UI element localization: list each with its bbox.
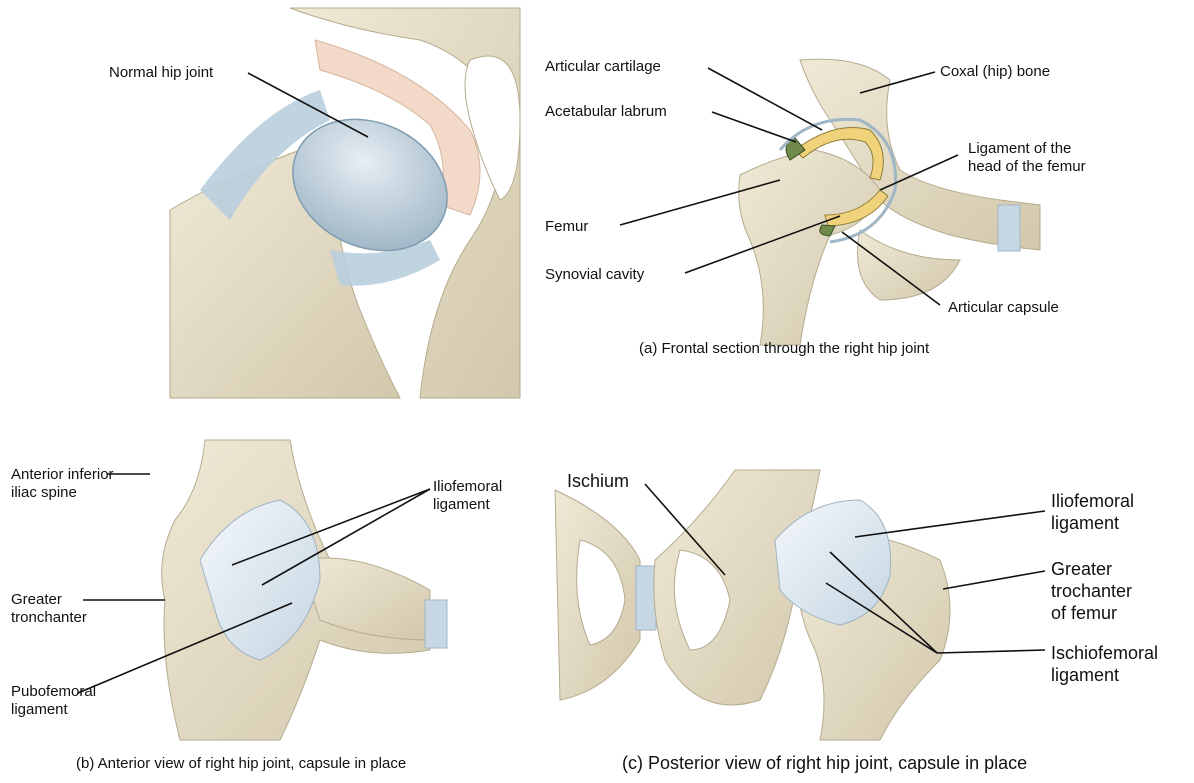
label-ischiofemoral-ligament: Ischiofemoral ligament — [1051, 642, 1158, 686]
label-greater-c-line3: of femur — [1051, 602, 1132, 624]
label-greater-line1: Greater — [11, 591, 87, 609]
label-aiis-line1: Anterior inferior — [11, 466, 114, 484]
label-greater-trochanter-femur: Greater trochanter of femur — [1051, 558, 1132, 624]
label-coxal-bone: Coxal (hip) bone — [940, 63, 1050, 81]
panel-b-illustration — [162, 440, 447, 740]
label-greater-line2: tronchanter — [11, 609, 87, 627]
label-ligament-head-of-femur: Ligament of the head of the femur — [968, 140, 1086, 176]
label-anterior-inferior-iliac-spine: Anterior inferior iliac spine — [11, 466, 114, 502]
label-articular-cartilage: Articular cartilage — [545, 58, 661, 76]
label-normal-hip-joint: Normal hip joint — [109, 64, 213, 82]
caption-panel-a: (a) Frontal section through the right hi… — [639, 340, 929, 358]
label-synovial-cavity: Synovial cavity — [545, 266, 644, 284]
panel-normal-hip-illustration — [170, 8, 520, 398]
label-ischiofemoral-line1: Ischiofemoral — [1051, 642, 1158, 664]
label-greater-tronchanter: Greater tronchanter — [11, 591, 87, 627]
label-ischium: Ischium — [567, 470, 629, 492]
label-iliofemoral-ligament-c: Iliofemoral ligament — [1051, 490, 1134, 534]
label-acetabular-labrum: Acetabular labrum — [545, 103, 667, 121]
label-femur: Femur — [545, 218, 588, 236]
label-greater-c-line2: trochanter — [1051, 580, 1132, 602]
caption-panel-c: (c) Posterior view of right hip joint, c… — [622, 754, 1027, 772]
label-iliofemoral-c-line1: Iliofemoral — [1051, 490, 1134, 512]
label-pubofemoral-line1: Pubofemoral — [11, 683, 96, 701]
label-articular-capsule: Articular capsule — [948, 299, 1059, 317]
label-iliofemoral-b-line1: Iliofemoral — [433, 478, 502, 496]
label-iliofemoral-b-line2: ligament — [433, 496, 502, 514]
caption-panel-b: (b) Anterior view of right hip joint, ca… — [76, 755, 406, 773]
label-ligament-head-line1: Ligament of the — [968, 140, 1086, 158]
label-pubofemoral-line2: ligament — [11, 701, 96, 719]
label-greater-c-line1: Greater — [1051, 558, 1132, 580]
panel-c-illustration — [555, 470, 950, 740]
label-iliofemoral-ligament-b: Iliofemoral ligament — [433, 478, 502, 514]
label-pubofemoral-ligament: Pubofemoral ligament — [11, 683, 96, 719]
label-aiis-line2: iliac spine — [11, 484, 114, 502]
label-ligament-head-line2: head of the femur — [968, 158, 1086, 176]
label-iliofemoral-c-line2: ligament — [1051, 512, 1134, 534]
label-ischiofemoral-line2: ligament — [1051, 664, 1158, 686]
